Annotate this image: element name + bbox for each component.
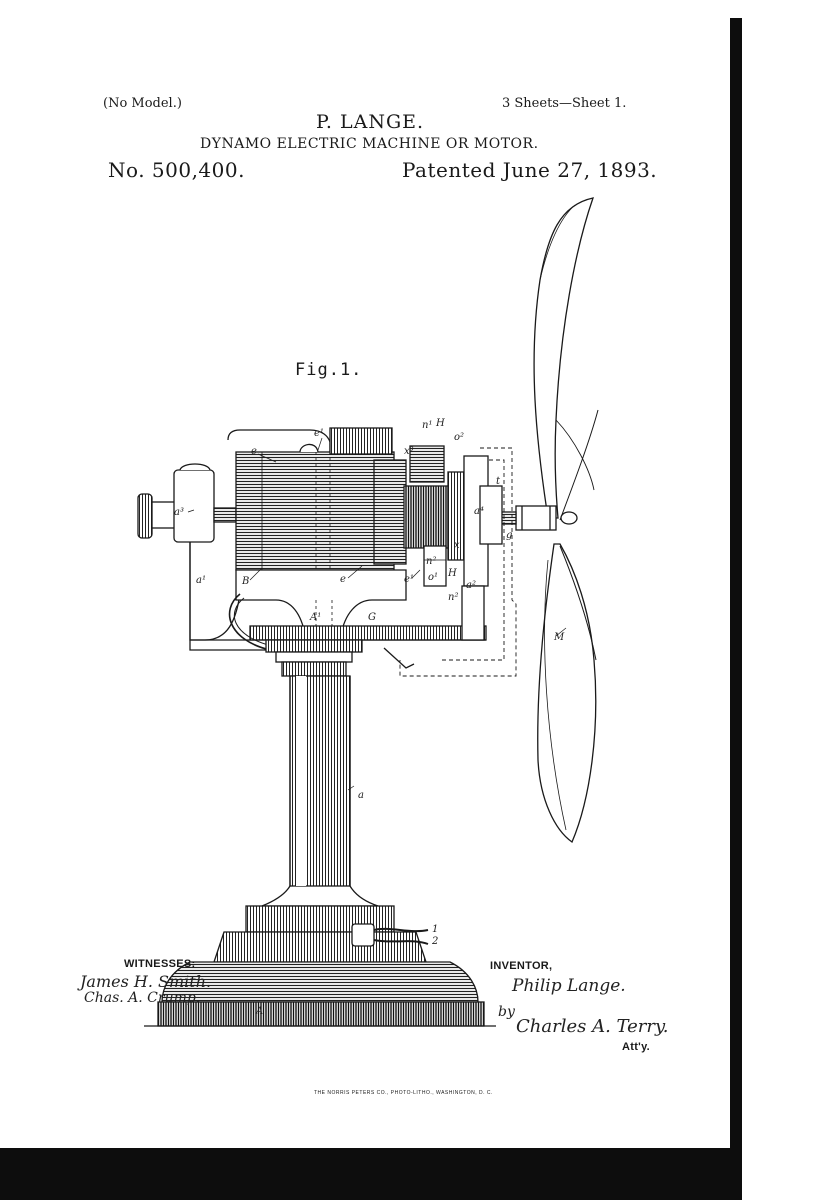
scan-border-bottom (0, 1148, 742, 1200)
armature (403, 485, 449, 549)
motor-base-plate (249, 625, 487, 641)
base-cord-socket (351, 923, 375, 947)
base-foot (157, 1001, 485, 1027)
fan-blade-side-upper (559, 409, 599, 521)
ref-letter: G (368, 612, 376, 623)
fan-blade-lower-inner (544, 559, 567, 831)
ref-letter: H (436, 418, 445, 429)
fan-hub-nut (560, 511, 578, 525)
ref-letter: 1 (432, 924, 439, 935)
printer-credit: THE NORRIS PETERS CO., PHOTO-LITHO., WAS… (314, 1090, 493, 1096)
patent-number: No. 500,400. (108, 158, 245, 182)
ref-letter: M (554, 632, 565, 643)
column-collar (265, 639, 363, 653)
ref-letter: a⁴ (474, 506, 484, 517)
patent-drawing (137, 197, 599, 1027)
brush-box (423, 545, 447, 587)
top-coil (329, 427, 393, 455)
arm-a3 (173, 469, 215, 543)
patented-date: Patented June 27, 1893. (402, 158, 658, 182)
model-note: (No Model.) (103, 96, 182, 111)
sheet-note: 3 Sheets—Sheet 1. (502, 96, 627, 111)
figure-label: Fig.1. (295, 360, 363, 380)
inventor-name-header: P. LANGE. (316, 111, 425, 133)
fan-blade-upper-back (555, 419, 595, 491)
ref-letter: a³ (174, 507, 184, 518)
ref-letter: g (506, 530, 513, 541)
ref-letter: B (242, 576, 250, 587)
ref-letter: n¹ (422, 420, 433, 431)
ref-letter: e (251, 446, 257, 457)
fan-blade-upper-edge (539, 204, 576, 281)
scan-border-right (730, 18, 742, 1200)
ref-letter: x³ (404, 446, 414, 457)
witness-signature-1: James H. Smith. (80, 972, 212, 991)
ref-letter: o² (454, 432, 465, 443)
brush-holder (409, 445, 445, 483)
wiring-dashed-right (399, 447, 517, 677)
by-attorney: by (498, 1004, 515, 1020)
inventor-signature: Philip Lange. (512, 976, 626, 996)
ref-letter: A (256, 1006, 264, 1017)
ref-letter: e (340, 574, 346, 585)
ref-letter: A¹ (310, 612, 322, 623)
witnesses-heading: WITNESSES: (124, 958, 196, 970)
patent-title: DYNAMO ELECTRIC MACHINE OR MOTOR. (200, 136, 539, 152)
ref-letter: a² (466, 580, 476, 591)
ref-letter: H (448, 568, 457, 579)
field-coil (235, 451, 395, 571)
ref-letter: t (496, 476, 501, 487)
base-cord (373, 927, 429, 933)
fan-blade-side-lower (559, 545, 597, 661)
attorney-signature: Charles A. Terry. (516, 1016, 669, 1037)
wiring-dashed-inner (440, 459, 505, 661)
frame-a1 (189, 429, 331, 641)
witness-signature-2: Chas. A. Crump. (84, 990, 201, 1006)
fan-blade-upper (533, 197, 594, 519)
fan-hub (515, 505, 557, 531)
ref-letter: o¹ (428, 572, 439, 583)
fan-blade-lower (537, 543, 597, 843)
inventor-heading: INVENTOR, (490, 960, 553, 972)
ref-letter: 2 (432, 936, 439, 947)
ref-letter: n² (426, 556, 437, 567)
ref-letter: e¹ (404, 574, 414, 585)
ref-letter: a (358, 790, 364, 801)
ref-letter: x (454, 540, 460, 551)
field-coil-right (373, 459, 407, 565)
ref-letter: a¹ (196, 575, 206, 586)
flexible-cord (228, 593, 271, 651)
ref-letter: n² (448, 592, 459, 603)
attorney-abbrev: Att'y. (622, 1041, 651, 1053)
ref-letter: e¹ (314, 428, 324, 439)
base-middle (213, 931, 427, 963)
knob-a3 (137, 493, 153, 539)
